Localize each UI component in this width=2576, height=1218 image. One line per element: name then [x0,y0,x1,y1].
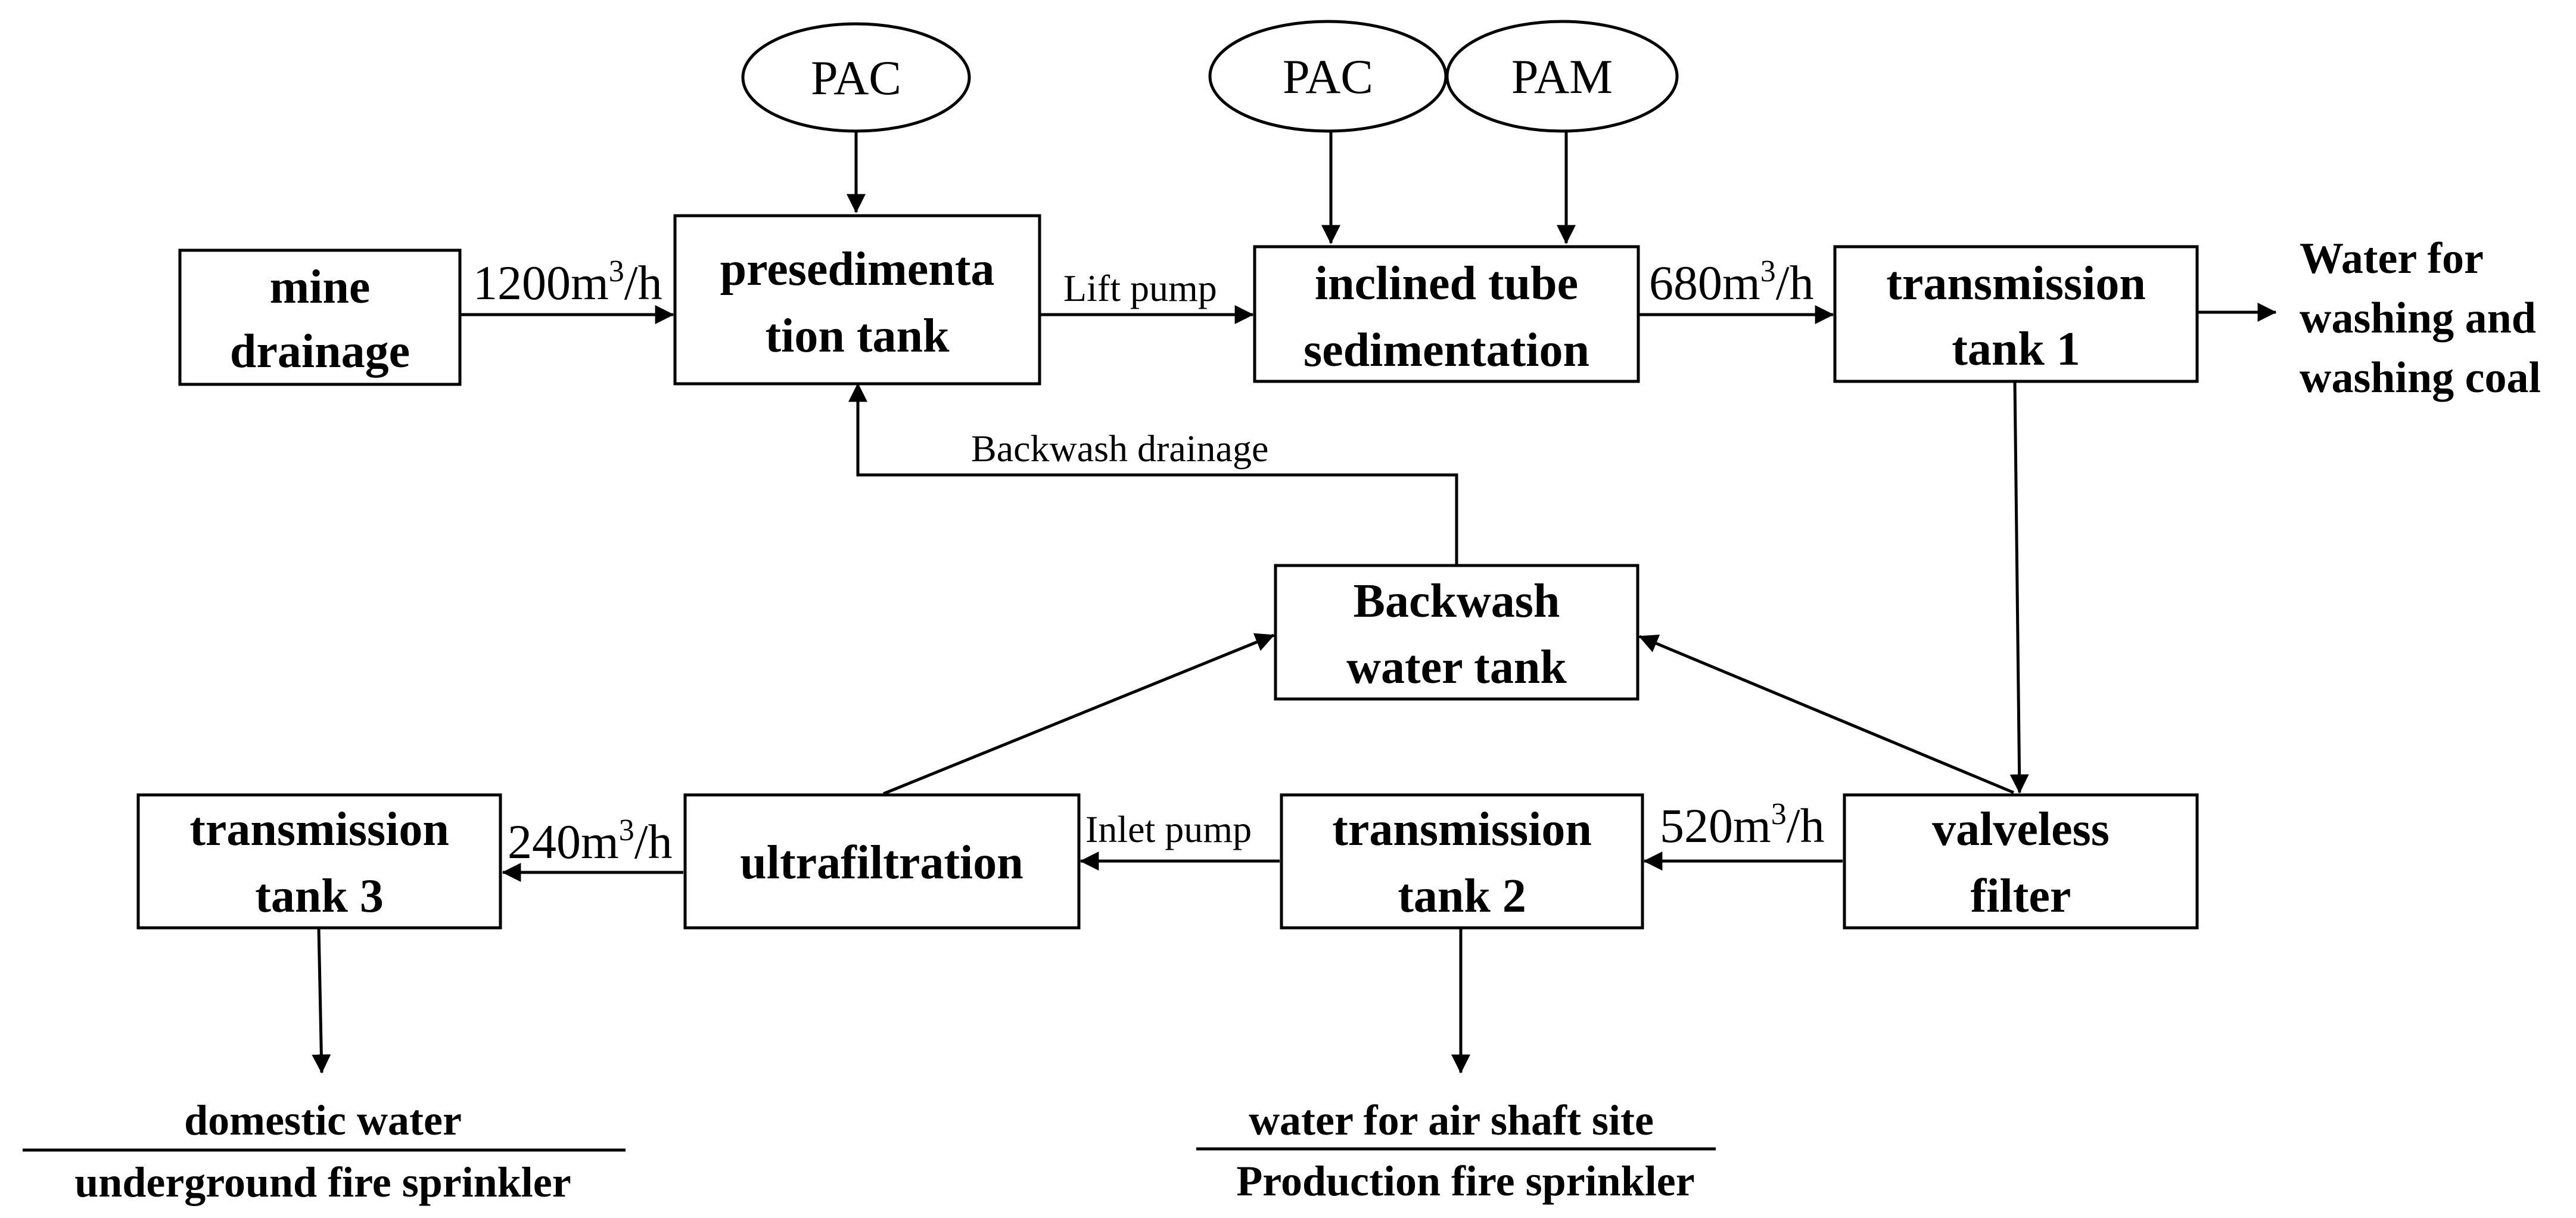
output-label-bottom: underground fire sprinkler [74,1158,571,1206]
node-transmission-tank-3: transmission tank 3 [136,793,502,930]
node-label-line: presedimenta [720,243,995,296]
node-transmission-tank-2: transmission tank 2 [1280,793,1644,930]
output-label-top: domestic water [184,1096,462,1144]
node-label-line: tank 1 [1952,323,2080,375]
node-label-line: mine [270,261,371,313]
output-label-top: water for air shaft site [1249,1096,1654,1144]
chemical-label: PAC [811,51,901,105]
flow-label-240: 240m3/h [508,813,673,869]
arrow-tank1-to-valveless [2009,381,2029,794]
chemical-label: PAM [1511,49,1613,104]
chemical-label: PAC [1283,49,1373,104]
node-label-line: transmission [1886,257,2146,310]
node-transmission-tank-1: transmission tank 1 [1833,245,2199,383]
node-label-line: tank 3 [255,870,384,922]
output-label-line: Water for [2300,234,2484,283]
connectors [312,132,2277,1074]
node-label-line: ultrafiltration [740,837,1023,889]
output-tank3-use: domestic water underground fire sprinkle… [23,1096,626,1206]
node-valveless-filter: valveless filter [1843,793,2199,930]
node-label-line: transmission [1332,803,1592,856]
arrow-backwash-drainage [848,383,1458,566]
node-presedimentation-tank: presedimenta tion tank [673,214,1041,386]
node-label-line: tank 2 [1398,870,1526,922]
node-label-line: transmission [189,803,449,856]
node-inclined-tube-sedimentation: inclined tube sedimentation [1253,245,1640,383]
output-label-line: washing coal [2300,353,2541,402]
flow-label-inlet-pump: Inlet pump [1085,808,1252,850]
node-ultrafiltration: ultrafiltration [683,793,1081,930]
flow-label-lift-pump: Lift pump [1063,267,1217,309]
arrow-ultrafiltration-to-backwash [883,633,1275,796]
node-label-line: water tank [1346,641,1567,694]
node-backwash-water-tank: Backwash water tank [1274,564,1639,701]
chemical-pac-1: PAC [741,22,971,133]
output-washing-water: Water for washing and washing coal [2300,234,2541,402]
arrow-valveless-to-backwash [1638,634,2014,794]
flow-label-backwash-drainage: Backwash drainage [971,427,1268,470]
node-label-line: drainage [230,325,410,378]
node-label-line: filter [1971,870,2071,922]
flow-label-1200: 1200m3/h [473,254,662,310]
node-label-line: tion tank [766,310,950,362]
node-label-line: valveless [1932,803,2110,856]
node-label-line: Backwash [1354,575,1560,627]
chemical-pac-2: PAC [1208,20,1448,133]
flow-label-520: 520m3/h [1660,797,1825,853]
output-label-bottom: Production fire sprinkler [1236,1157,1694,1205]
flow-label-680: 680m3/h [1649,254,1814,310]
output-tank2-use: water for air shaft site Production fire… [1196,1096,1716,1205]
node-label-line: sedimentation [1303,324,1589,377]
node-label-line: inclined tube [1315,257,1578,310]
arrow-tank3-to-domestic [312,927,331,1074]
node-mine-drainage: mine drainage [178,248,462,386]
output-label-line: washing and [2300,294,2536,343]
chemical-pam: PAM [1445,20,1679,133]
